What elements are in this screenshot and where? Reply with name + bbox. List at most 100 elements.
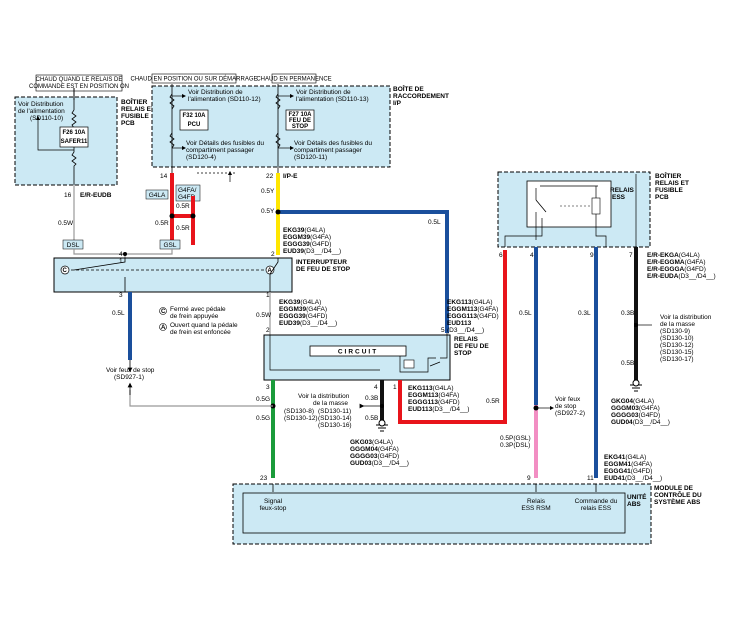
conn-ekg41-1: EKG41(G4LA) — [604, 454, 646, 461]
brake-relay-title-3: STOP — [454, 350, 472, 357]
header-hot-relay-line1: CHAUD QUAND LE RELAIS DE — [36, 77, 123, 83]
conn-ekg39-4: EUD39(D3__/D4__) — [283, 248, 341, 255]
pin-1-switch-b: 1 — [266, 292, 270, 299]
brake-switch-title-1: INTERRUPTEUR — [296, 259, 347, 266]
fuse-f32 — [179, 109, 209, 131]
abs-unit-box — [242, 492, 626, 534]
ref-masse-r-7: (SD130-17) — [660, 356, 694, 363]
ref-masse-r-3: (SD130-9) — [660, 328, 690, 335]
ess-pcb-title-1: BOÎTIER — [655, 171, 682, 180]
ref-masse-right: Voir la distribution de la masse (SD130-… — [660, 314, 712, 363]
brake-relay-title-1: RELAIS — [454, 336, 479, 343]
ref-feux-sd927-1-2: (SD927-1) — [114, 374, 144, 381]
option-gsl — [159, 239, 181, 250]
ip-junction-title-1: BOÎTE DE — [393, 84, 424, 93]
abs-abs: ABS — [627, 501, 641, 508]
wire-label-0-5w-b: 0.5W — [256, 312, 272, 319]
abs-rsm-1: Relais — [527, 498, 546, 505]
ref-fus-sd120-11-2: compartiment passager — [294, 147, 363, 154]
ref-feux-sd927-2-1: Voir feux — [555, 396, 581, 403]
switch-contact-c — [60, 265, 70, 275]
abs-cmd-1: Commande du — [575, 498, 618, 505]
relay-pcb-title: BOÎTIER RELAIS ET FUSIBLE PCB — [121, 97, 155, 127]
relay-pcb-title-2: RELAIS ET — [121, 106, 155, 113]
wire-label-0-5b: 0.5B — [365, 415, 378, 422]
abs-input-signal: Signal feux-stop — [260, 498, 287, 512]
wire-label-0-5r-a: 0.5R — [155, 220, 169, 227]
ref-fus-sd120-11-1: Voir Détails des fusibles du — [294, 140, 372, 147]
conn-ekga-1: E/R-EKGA(G4LA) — [647, 252, 700, 259]
switch-mark-a: A — [268, 268, 273, 274]
pin-1-switch: 1 — [119, 258, 123, 265]
ref-masse-c-3: (SD130-8) — [284, 408, 314, 415]
legend-closed-1: Fermé avec pédale — [170, 306, 226, 313]
relais-ess-1: RELAIS — [610, 187, 635, 194]
conn-gkg03-2: GGGM04(G4FA) — [350, 446, 399, 453]
fuse-f26-line1: F26 10A — [62, 130, 86, 136]
relay-pcb-title-1: BOÎTIER — [121, 97, 148, 106]
option-g4fa-line2: G4FD — [178, 194, 196, 201]
brake-switch-box — [53, 257, 293, 293]
ref-alim-sd110-12: Voir Distribution de l'alimentation (SD1… — [188, 89, 261, 103]
pin-23-abs: 23 — [260, 475, 268, 482]
ref-alim-sd110-13: Voir Distribution de l'alimentation (SD1… — [296, 89, 369, 103]
ref-alim-sd110-13-1: Voir Distribution de — [296, 89, 351, 96]
ref-fus-sd120-11: Voir Détails des fusibles du compartimen… — [294, 140, 372, 161]
wire-label-0-3p: 0.3P(DSL) — [500, 442, 530, 449]
ref-masse-r-1: Voir la distribution — [660, 314, 712, 321]
fuse-f32-line2: PCU — [188, 122, 201, 128]
relay-circuit-block — [309, 345, 407, 357]
ref-fus-sd120-4-3: (SD120-4) — [186, 154, 216, 161]
pin-9-abs: 9 — [527, 475, 531, 482]
ref-masse-r-5: (SD130-12) — [660, 342, 694, 349]
fuse-f32-line1: F32 10A — [182, 113, 206, 119]
connector-ekga: E/R-EKGA(G4LA) E/R-EGGMA(G4FA) E/R-EGGGA… — [647, 252, 716, 280]
ref-fus-sd120-4-1: Voir Détails des fusibles du — [186, 140, 264, 147]
option-dsl — [62, 239, 84, 250]
option-dsl-text: DSL — [67, 242, 80, 249]
conn-ekg39-2: EGGM39(G4FA) — [283, 234, 331, 241]
conn-ekg39-3: EGGG39(G4FD) — [283, 241, 331, 248]
conn-gkg03-4: GUD03(D3__/D4__) — [350, 460, 409, 467]
wire-0-5l-top — [278, 210, 449, 333]
abs-signal-2: feux-stop — [260, 505, 287, 512]
pin-4-ess: 4 — [530, 252, 534, 259]
ground-symbol-right — [630, 379, 642, 392]
fuse-f26-element — [71, 100, 77, 129]
wire-label-0-5r-b: 0.5R — [176, 203, 190, 210]
header-hot-always: CHAUD EN PERMANENCE — [256, 73, 332, 84]
pin-22: 22 — [266, 173, 274, 180]
connector-i-p-e: I/P-E — [283, 173, 298, 180]
pin-5-relay: 5 — [441, 327, 445, 334]
ref-masse-c-4: (SD130-11) — [318, 408, 351, 415]
ref-alim-sd110-12-1: Voir Distribution de — [188, 89, 243, 96]
abs-signal-1: Signal — [264, 498, 283, 505]
ref-masse-r-2: de la masse — [660, 321, 695, 328]
conn-ekg113b-4: EUD113(D3__/D4__) — [408, 406, 469, 413]
wire-label-0-3b: 0.3B — [365, 395, 378, 402]
relais-ess-2: ESS — [612, 194, 626, 201]
conn-ekg113a-5: (D3__/D4__) — [447, 327, 484, 334]
conn-ekg41-3: EGGG41(G4FD) — [604, 468, 652, 475]
relay-pcb-title-4: PCB — [121, 120, 135, 127]
ref-masse-c-7: (SD130-16) — [318, 422, 352, 429]
header-hot-run-text: CHAUD EN POSITION OU SUR DÉMARRAGE — [130, 76, 257, 83]
ref-feux-sd927-2-3: (SD927-2) — [555, 410, 585, 417]
pin-3-relay: 3 — [266, 384, 270, 391]
option-gsl-text: GSL — [163, 242, 176, 249]
ref-masse-c-1: Voir la distribution — [298, 393, 350, 400]
ref-alim-sd110-10-1: Voir Distribution — [18, 101, 64, 108]
fuse-f26-line2: SAFER11 — [61, 139, 88, 145]
legend-a-mark: A — [161, 325, 166, 331]
ref-alim-sd110-10: Voir Distribution de l'alimentation (SD1… — [18, 101, 65, 122]
conn-ekg39b-2: EGGM39(G4FA) — [279, 306, 327, 313]
connector-ekg39-top: EKG39(G4LA) EGGM39(G4FA) EGGG39(G4FD) EU… — [283, 227, 341, 255]
wire-label-0-5y-b: 0.5Y — [261, 208, 275, 215]
option-g4fa-line1: G4FA/ — [178, 187, 197, 194]
conn-ekg113b-3: EGGG113(G4FD) — [408, 399, 460, 406]
header-hot-relay-line2: COMMANDE EST EN POSITION ON — [29, 84, 129, 90]
ess-pcb-title-2: RELAIS ET — [655, 180, 689, 187]
pin-1-relay: 1 — [393, 384, 397, 391]
wire-label-0-5p: 0.5P(GSL) — [500, 435, 531, 442]
